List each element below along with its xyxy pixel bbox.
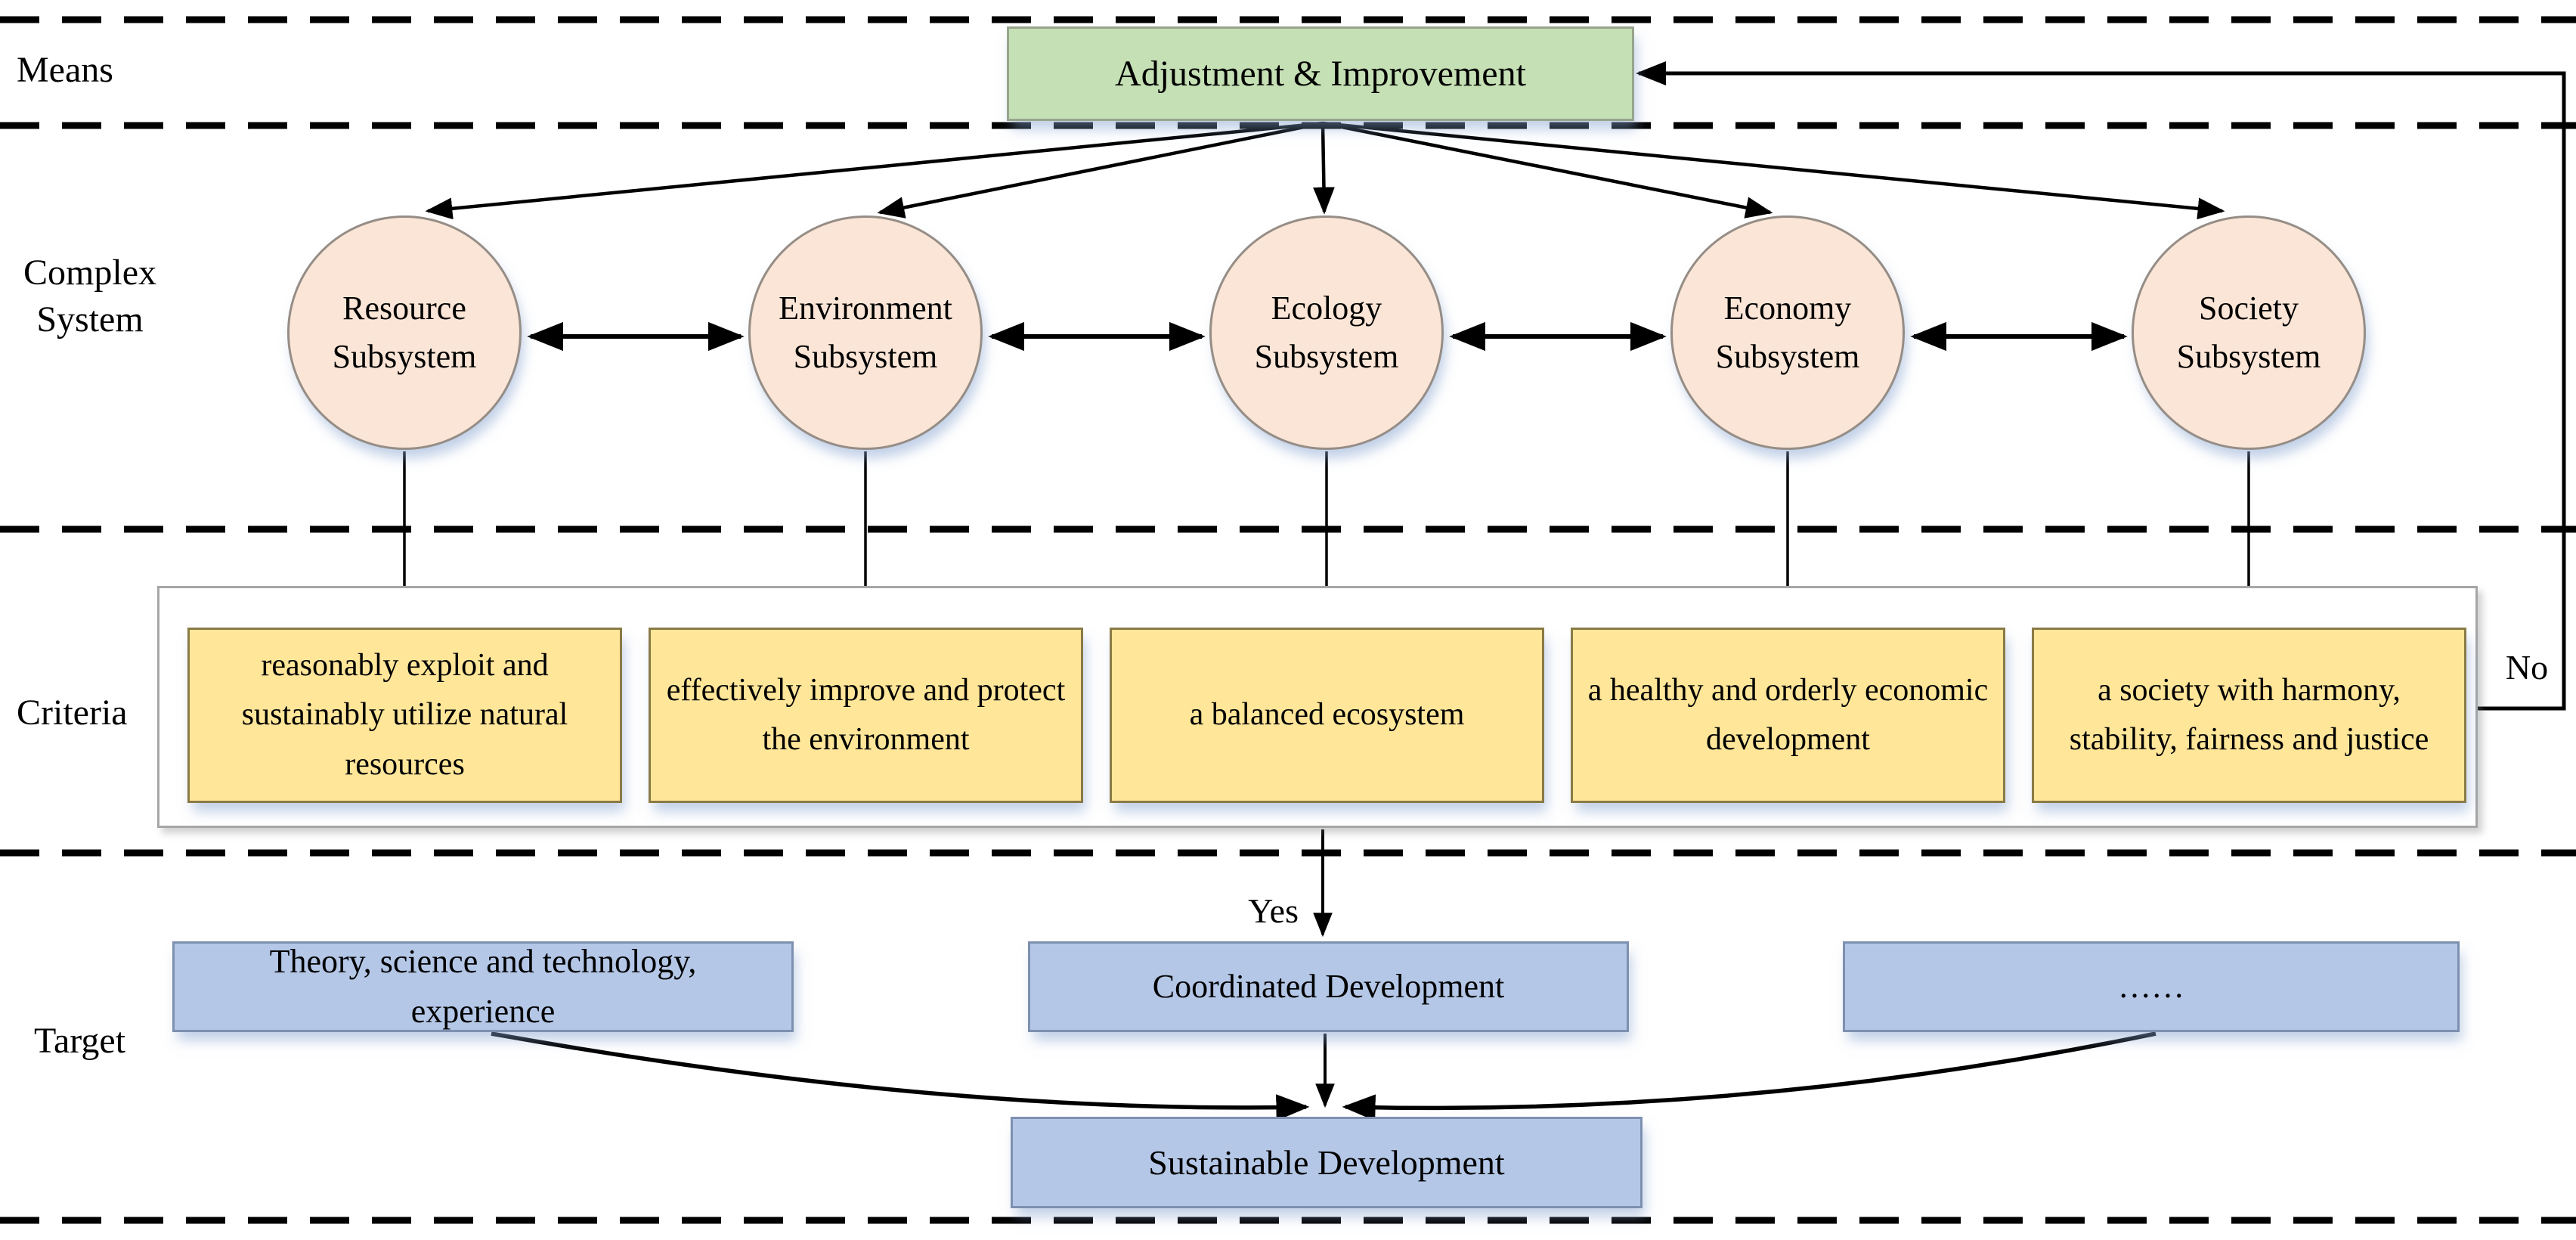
lane-label-complex-system: Complex System [23,253,156,340]
yes-label: Yes [1248,891,1299,930]
criterion-society-box: a society with harmony, stability, fairn… [2032,628,2466,803]
arrow-adjustment-to-resource [425,121,1324,220]
adjustment-improvement-box: Adjustment & Improvement [1007,26,1634,121]
no-feedback-path [1636,61,2566,711]
coordinated-development-box: Coordinated Development [1028,941,1629,1032]
lane-label-target: Target [33,1021,126,1061]
arrow-adjustment-to-economy [1322,121,1773,219]
ecology-subsystem-circle: Ecology Subsystem [1209,215,1444,450]
lane-label-criteria: Criteria [17,693,128,733]
criterion-environment-box: effectively improve and protect the envi… [649,628,1083,803]
arrow-adjustment-to-society [1322,121,2225,220]
theory-science-technology-box: Theory, science and technology, experien… [172,941,794,1032]
criterion-ecology-box: a balanced ecosystem [1110,628,1544,803]
criterion-economy-box: a healthy and orderly economic developme… [1571,628,2005,803]
criterion-resource-box: reasonably exploit and sustainably utili… [187,628,622,803]
no-label: No [2505,648,2549,687]
arrow-adjustment-to-ecology [1313,122,1335,215]
arrow-adjustment-to-environment [877,121,1324,219]
resource-subsystem-circle: Resource Subsystem [287,215,522,450]
arrow-ellipsis-to-goal [1342,1031,2156,1121]
ellipsis-box: …… [1843,941,2460,1032]
economy-subsystem-circle: Economy Subsystem [1670,215,1905,450]
sustainable-development-box: Sustainable Development [1011,1117,1643,1208]
arrow-theory-to-goal [491,1031,1310,1121]
society-subsystem-circle: Society Subsystem [2132,215,2366,450]
lane-label-means: Means [17,50,113,90]
environment-subsystem-circle: Environment Subsystem [748,215,983,450]
